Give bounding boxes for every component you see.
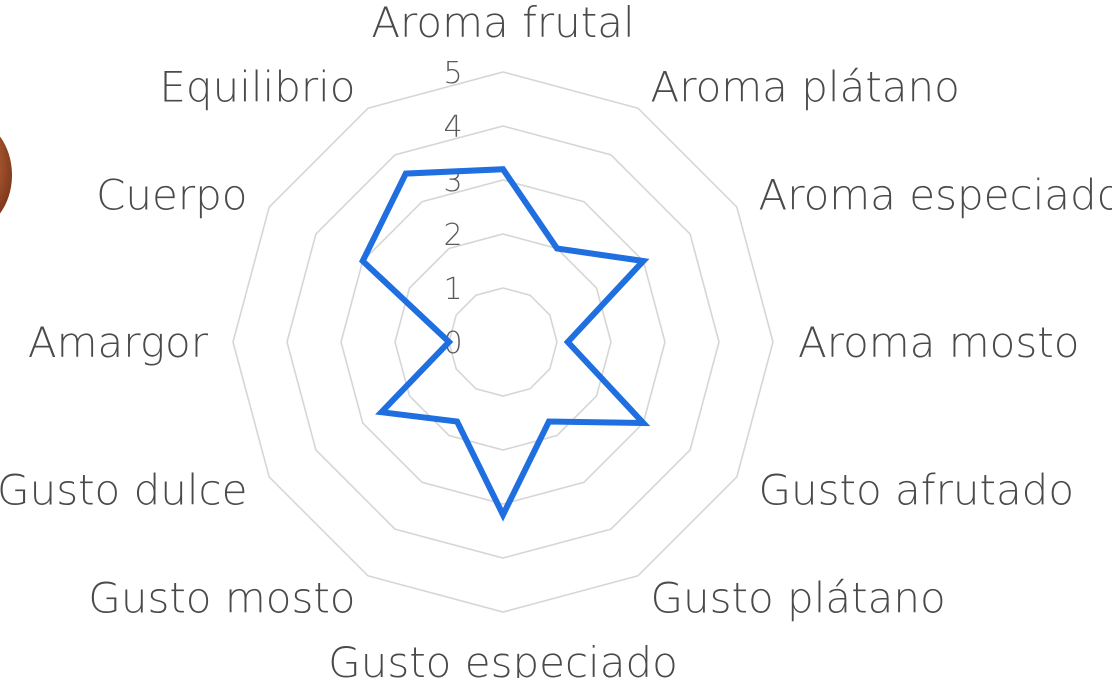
series-line-0 <box>359 166 651 522</box>
axis-label-gusto-especiado: Gusto especiado <box>328 638 678 678</box>
axis-label-equilibrio: Equilibrio <box>159 63 355 112</box>
radial-tick-label: 2 <box>443 218 462 253</box>
axis-label-gusto-afrutado: Gusto afrutado <box>759 466 1075 515</box>
axis-label-gusto-mosto: Gusto mosto <box>88 574 355 623</box>
axis-label-aroma-frutal: Aroma frutal <box>371 0 634 47</box>
radial-tick-label: 5 <box>443 56 462 91</box>
axis-label-gusto-plátano: Gusto plátano <box>651 574 946 623</box>
axis-label-aroma-especiado: Aroma especiado <box>759 171 1112 220</box>
grid-ring-5 <box>232 71 774 613</box>
radial-tick-label: 0 <box>443 326 462 361</box>
decorative-coin-image <box>0 136 12 214</box>
axis-label-aroma-plátano: Aroma plátano <box>651 63 960 112</box>
radar-series <box>359 166 651 522</box>
grid-ring-1 <box>448 287 558 397</box>
axis-label-gusto-dulce: Gusto dulce <box>0 466 248 515</box>
axis-label-amargor: Amargor <box>28 318 209 367</box>
radar-grid <box>232 71 774 613</box>
grid-ring-2 <box>394 233 612 451</box>
grid-ring-3 <box>340 179 666 505</box>
axis-label-aroma-mosto: Aroma mosto <box>798 318 1079 367</box>
grid-ring-4 <box>286 125 720 559</box>
axis-label-cuerpo: Cuerpo <box>96 171 247 220</box>
radial-tick-label: 4 <box>443 110 462 145</box>
radial-tick-label: 1 <box>443 272 462 307</box>
